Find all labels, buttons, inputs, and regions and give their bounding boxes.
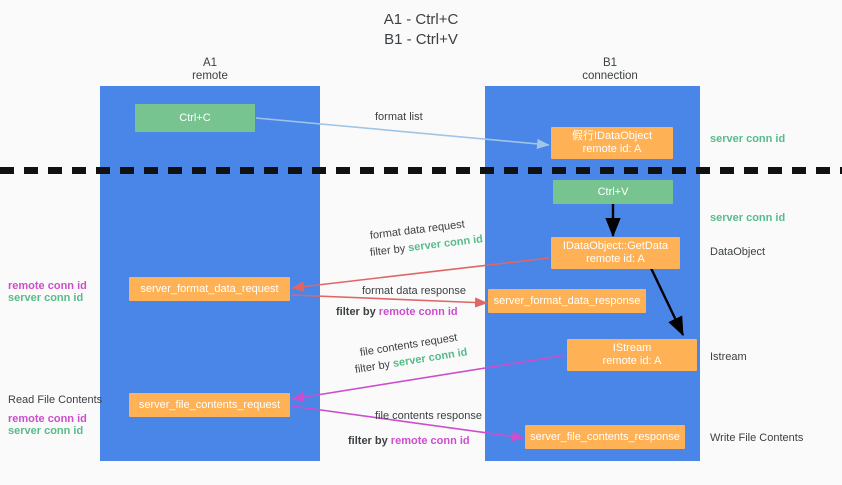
annotation-left-server-conn-id-2: server conn id	[8, 425, 84, 437]
node-server-file-contents-request-label: server_file_contents_request	[138, 398, 281, 411]
annotation-server-conn-id-2: server conn id	[710, 212, 786, 224]
node-server-format-data-request[interactable]: server_format_data_request	[129, 277, 290, 301]
node-getdata-line2: remote id: A	[586, 253, 645, 265]
filter-key-remote-conn-id: remote conn id	[378, 306, 458, 318]
node-ctrl-c[interactable]: Ctrl+C	[135, 104, 255, 132]
edge-label-format-data-response-filter: filter by remote conn id	[336, 305, 458, 319]
annotation-left-remote-conn-id-2: remote conn id	[8, 413, 87, 425]
node-ctrl-v-label: Ctrl+V	[597, 185, 629, 198]
node-idataobject[interactable]: 假行IDataObject remote id: A	[551, 127, 673, 159]
edge-label-format-list: format list	[375, 111, 423, 123]
node-server-file-contents-request[interactable]: server_file_contents_request	[129, 393, 290, 417]
node-idataobject-line2: remote id: A	[582, 143, 642, 155]
node-istream[interactable]: IStream remote id: A	[567, 339, 697, 371]
filter-prefix: filter by	[348, 435, 391, 447]
annotation-read-file-contents: Read File Contents	[8, 394, 103, 406]
annotation-write-file-contents: Write File Contents	[710, 432, 804, 444]
node-ctrl-v[interactable]: Ctrl+V	[553, 180, 673, 204]
annotation-dataobject: DataObject	[710, 246, 766, 258]
node-idataobject-getdata[interactable]: IDataObject::GetData remote id: A	[551, 237, 680, 269]
annotation-istream: Istream	[710, 351, 747, 363]
node-istream-line1: IStream	[612, 342, 652, 354]
node-server-file-contents-response[interactable]: server_file_contents_response	[525, 425, 685, 449]
annotation-left-remote-conn-id-1: remote conn id	[8, 280, 87, 292]
filter-prefix: filter by	[336, 306, 379, 318]
node-server-format-data-response-label: server_format_data_response	[493, 294, 641, 307]
page-title: A1 - Ctrl+C B1 - Ctrl+V	[383, 11, 459, 48]
filter-key-remote-conn-id: remote conn id	[390, 435, 470, 447]
edge-label-file-contents-response-filter: filter by remote conn id	[348, 434, 470, 448]
annotation-server-conn-id-1: server conn id	[710, 133, 786, 145]
node-server-file-contents-response-label: server_file_contents_response	[530, 430, 680, 443]
filter-prefix: filter by	[369, 242, 409, 259]
column-header-a1: A1 remote	[192, 57, 228, 82]
node-ctrl-c-label: Ctrl+C	[179, 111, 211, 124]
node-idataobject-line1: 假行IDataObject	[571, 130, 653, 142]
filter-prefix: filter by	[354, 358, 394, 376]
edge-label-format-data-response: format data response	[362, 285, 466, 297]
node-getdata-line1: IDataObject::GetData	[562, 240, 669, 252]
annotation-left-server-conn-id-1: server conn id	[8, 292, 84, 304]
node-server-format-data-response[interactable]: server_format_data_response	[488, 289, 646, 313]
dashed-divider	[0, 167, 842, 174]
column-header-b1: B1 connection	[582, 57, 638, 82]
edge-label-file-contents-response: file contents response	[375, 410, 483, 422]
node-istream-line2: remote id: A	[602, 355, 662, 367]
node-server-format-data-request-label: server_format_data_request	[140, 282, 279, 295]
